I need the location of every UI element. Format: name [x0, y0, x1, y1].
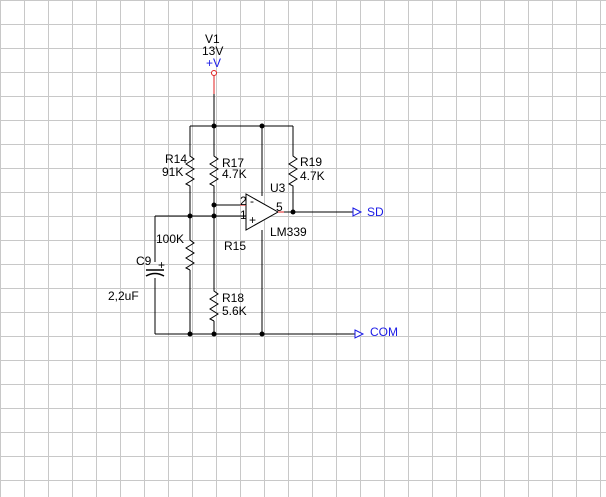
wires: [154, 76, 356, 335]
r15-ref-label: R15: [224, 239, 246, 253]
junctions: [187, 123, 296, 337]
sd-net-label: SD: [367, 205, 384, 219]
supply-value-label: 13V: [202, 44, 223, 58]
com-port-arrow-icon: [354, 329, 365, 339]
r18-symbol: [208, 287, 219, 322]
r17-ref-label: R17: [222, 156, 244, 170]
resistor-symbols: [184, 152, 298, 322]
com-net-label: COM: [370, 325, 398, 339]
supply-ref-label: V1: [205, 32, 220, 46]
opamp-u3-symbol: [240, 193, 284, 231]
opamp-pin2-label: 2: [240, 194, 247, 208]
r17-symbol: [208, 152, 219, 188]
supply-terminal-icon: [211, 70, 217, 76]
r18-ref-label: R18: [222, 291, 244, 305]
opamp-minus-sign: -: [250, 194, 254, 208]
supply-net-label: +V: [206, 56, 221, 70]
opamp-pin1-label: 1: [240, 208, 247, 222]
opamp-pin5-label: 5: [276, 200, 283, 214]
c9-value-label: 2,2uF: [108, 289, 139, 303]
r15-value-label: 100K: [156, 232, 184, 246]
r14-ref-label: R14: [165, 152, 187, 166]
r17-value-label: 4.7K: [222, 167, 247, 181]
c9-polarity-label: +: [158, 258, 165, 272]
opamp-plus-sign: +: [249, 213, 256, 227]
capacitor-c9-symbol: [145, 269, 165, 277]
opamp-ref-label: U3: [270, 181, 286, 195]
opamp-part-label: LM339: [270, 225, 307, 239]
r18-value-label: 5.6K: [222, 304, 247, 318]
r19-ref-label: R19: [300, 155, 322, 169]
sd-port-arrow-icon: [352, 207, 363, 217]
r19-value-label: 4.7K: [300, 169, 325, 183]
c9-ref-label: C9: [136, 254, 152, 268]
r15-symbol: [184, 236, 195, 271]
r14-value-label: 91K: [162, 165, 183, 179]
r19-symbol: [287, 152, 298, 188]
r14-symbol: [184, 152, 195, 188]
